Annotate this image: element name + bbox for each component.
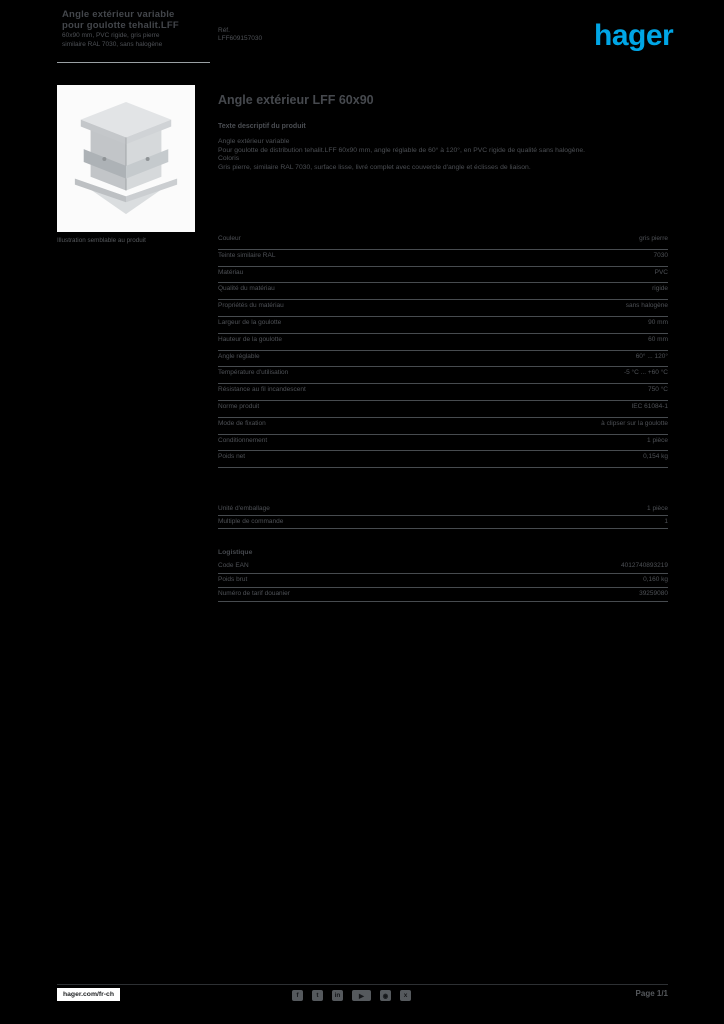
table-row: Qualité du matériau rigide: [218, 283, 668, 301]
table-row: Norme produit IEC 61084-1: [218, 401, 668, 418]
footer-divider: [57, 984, 668, 985]
row-value: 7030: [653, 251, 668, 259]
row-value: 60° ... 120°: [635, 352, 668, 360]
description-line: Angle extérieur variable: [218, 138, 290, 145]
description-line: Coloris: [218, 155, 240, 163]
row-label: Hauteur de la goulotte: [218, 335, 282, 343]
table-row: Mode de fixation à clipser sur la goulott…: [218, 418, 668, 435]
row-value: gris pierre: [639, 235, 668, 242]
table-row: Largeur de la goulotte 90 mm: [218, 317, 668, 334]
table-row: Conditionnement 1 pièce: [218, 435, 668, 452]
table-row: Matériau PVC: [218, 267, 668, 284]
table-row: Poids net 0,154 kg: [218, 451, 668, 469]
twitter-icon[interactable]: t: [312, 990, 323, 1001]
table-row: Température d'utilisation -5 °C ... +60 °…: [218, 367, 668, 385]
header-title-line1: Angle extérieur variable: [62, 9, 175, 20]
product-image-frame: [57, 85, 195, 232]
row-label: Qualité du matériau: [218, 285, 275, 293]
product-title: Angle extérieur LFF 60x90: [218, 93, 374, 107]
document-header: Angle extérieur variable pour goulotte t…: [62, 9, 214, 48]
row-label: Mode de fixation: [218, 419, 266, 427]
hager-logo: hager: [594, 19, 674, 52]
row-label: Température d'utilisation: [218, 369, 289, 377]
header-title-line2: pour goulotte tehalit.LFF: [62, 19, 179, 31]
header-subtitle-line2: similaire RAL 7030, sans halogène: [62, 40, 163, 48]
row-value: sans halogène: [625, 302, 668, 310]
row-value: 4012740893219: [621, 562, 668, 569]
row-value: 1 pièce: [647, 505, 668, 512]
row-label: Poids brut: [218, 576, 248, 583]
facebook-icon[interactable]: f: [292, 990, 303, 1001]
row-value: 60 mm: [648, 335, 668, 343]
row-label: Couleur: [218, 235, 241, 242]
description-line: Gris pierre, similaire RAL 7030, surface…: [218, 163, 531, 171]
instagram-icon[interactable]: ◉: [380, 990, 391, 1001]
row-value: 750 °C: [648, 386, 668, 394]
xing-icon[interactable]: x: [400, 990, 411, 1001]
row-value: 1 pièce: [647, 436, 668, 444]
row-label: Matériau: [218, 268, 244, 276]
row-label: Unité d'emballage: [218, 505, 270, 512]
row-value: PVC: [654, 268, 668, 276]
website-link[interactable]: hager.com/fr-ch: [57, 988, 120, 1001]
row-label: Poids net: [218, 453, 246, 461]
table-row: Teinte similaire RAL 7030: [218, 250, 668, 267]
logistics-heading: Logistique: [218, 549, 253, 556]
row-label: Angle réglable: [218, 352, 260, 360]
row-label: Norme produit: [218, 402, 260, 410]
row-label: Code EAN: [218, 562, 249, 569]
description-heading: Texte descriptif du produit: [218, 123, 306, 130]
product-image-caption: Illustration semblable au produit: [57, 237, 146, 244]
table-row: Multiple de commande 1: [218, 516, 668, 529]
table-row: Unité d'emballage 1 pièce: [218, 503, 668, 516]
row-label: Conditionnement: [218, 436, 268, 444]
row-label: Multiple de commande: [218, 518, 284, 525]
product-photo-corner-piece: [74, 101, 178, 214]
row-label: Teinte similaire RAL: [218, 251, 276, 259]
row-value: 0,160 kg: [643, 576, 668, 583]
table-row: Résistance au fil incandescent 750 °C: [218, 384, 668, 401]
linkedin-icon[interactable]: in: [332, 990, 343, 1001]
page-indicator: Page 1/1: [635, 989, 668, 998]
row-value: à clipser sur la goulotte: [601, 419, 668, 427]
table-row: Code EAN 4012740893219: [218, 560, 668, 574]
reference-value: LFF609157030: [218, 35, 263, 42]
row-label: Numéro de tarif douanier: [218, 590, 290, 597]
row-value: -5 °C ... +60 °C: [623, 369, 668, 377]
reference-label: Réf.: [218, 27, 230, 34]
reference-block: Réf. LFF609157030: [218, 27, 262, 43]
youtube-icon[interactable]: ▶: [352, 990, 371, 1001]
table-row: Hauteur de la goulotte 60 mm: [218, 334, 668, 351]
header-divider: [57, 62, 210, 63]
row-label: Résistance au fil incandescent: [218, 386, 306, 394]
row-label: Propriétés du matériau: [218, 302, 284, 310]
header-subtitle-line1: 60x90 mm, PVC rigide, gris pierre: [62, 32, 160, 39]
row-value: 90 mm: [648, 318, 668, 326]
row-value: IEC 61084-1: [631, 402, 669, 410]
row-label: Largeur de la goulotte: [218, 318, 282, 326]
row-value: 1: [664, 518, 668, 525]
row-value: 0,154 kg: [643, 453, 668, 461]
table-row: Angle réglable 60° ... 120°: [218, 351, 668, 368]
table-row: Poids brut 0,160 kg: [218, 574, 668, 588]
description-line: Pour goulotte de distribution tehalit.LF…: [218, 146, 586, 154]
table-row: Propriétés du matériau sans halogène: [218, 300, 668, 317]
table-row: Couleur gris pierre: [218, 233, 668, 250]
row-value: 39259080: [639, 590, 668, 597]
table-row: Numéro de tarif douanier 39259080: [218, 588, 668, 602]
row-value: rigide: [652, 285, 668, 293]
